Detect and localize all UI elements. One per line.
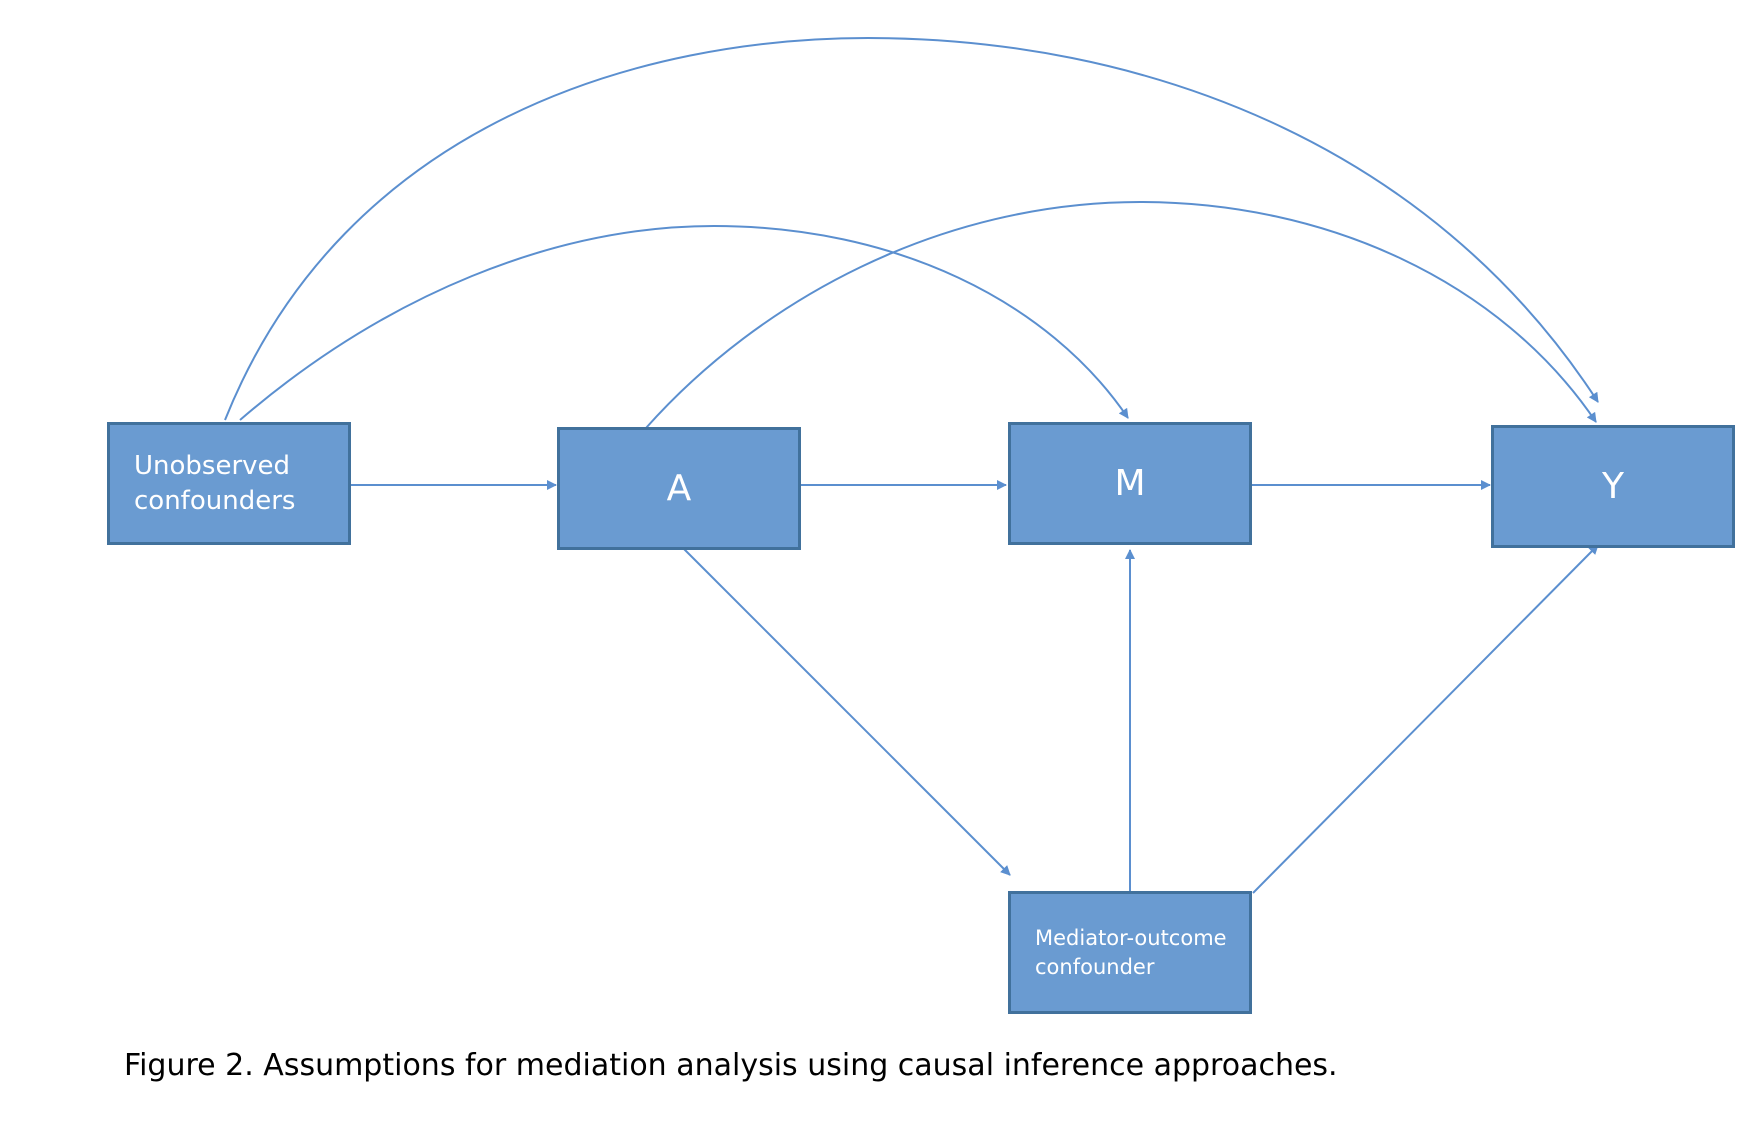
- node-label-m: M: [1114, 463, 1146, 504]
- node-label-unobserved-confounders: Unobserved confounders: [134, 450, 296, 516]
- node-unobserved-confounders: Unobserved confounders: [107, 422, 351, 545]
- node-label-a: A: [666, 468, 692, 509]
- edge-mediator-confounder-to-y: [1252, 544, 1599, 894]
- node-mediator-outcome-confounder: Mediator-outcome confounder: [1008, 891, 1252, 1014]
- edge-a-to-y: [645, 200, 1597, 429]
- edge-confounders-to-y: [224, 36, 1599, 421]
- node-a: A: [557, 427, 801, 550]
- node-y: Y: [1491, 425, 1735, 548]
- edge-a-to-mediator-confounder: [682, 547, 1011, 876]
- figure-caption: Figure 2. Assumptions for mediation anal…: [124, 1048, 1338, 1083]
- node-label-mediator-outcome-confounder: Mediator-outcome confounder: [1035, 926, 1227, 979]
- node-m: M: [1008, 422, 1252, 545]
- edge-confounders-to-m: [239, 224, 1129, 421]
- node-label-y: Y: [1602, 466, 1624, 507]
